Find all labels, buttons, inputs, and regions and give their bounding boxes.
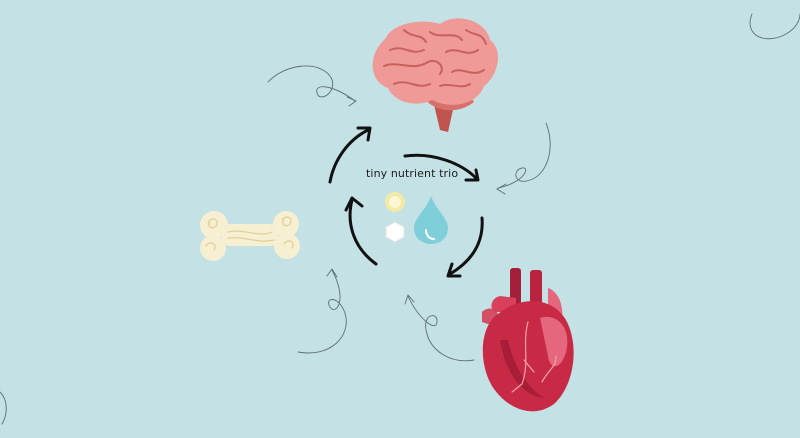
caption-text: tiny nutrient trio: [366, 167, 459, 180]
sun-icon: [385, 192, 405, 212]
cycle-arrows: [328, 126, 484, 278]
squiggle-edge-left: [0, 391, 7, 425]
squiggle-right-head: [496, 183, 507, 195]
cycle-arrow-bottom-left: [348, 198, 378, 266]
bone-icon: [200, 211, 300, 261]
cycle-arrow-bottom-right-head: [446, 262, 462, 278]
decorative-squiggles: [0, 13, 800, 425]
cycle-arrow-bottom-right: [448, 216, 484, 276]
squiggle-top-right: [749, 13, 800, 40]
squiggle-top-left: [267, 65, 356, 102]
squiggle-bottom: [407, 295, 475, 362]
cycle-arrow-top-right: [403, 153, 478, 180]
water-drop-icon: [414, 196, 448, 244]
squiggle-bottom-head: [404, 294, 415, 305]
cycle-arrow-top-right-head: [464, 168, 480, 182]
heart-icon: [482, 268, 574, 412]
cycle-arrow-top-left: [328, 128, 370, 184]
squiggle-left-low: [297, 269, 347, 354]
squiggle-left-low-head: [326, 268, 338, 278]
cycle-arrow-top-left-head: [356, 126, 372, 142]
squiggle-top-left-head: [346, 96, 357, 107]
cycle-arrow-bottom-left-head: [344, 196, 364, 212]
brain-icon: [372, 18, 498, 132]
squiggle-right: [497, 122, 551, 189]
hexagon-icon: [385, 221, 405, 243]
